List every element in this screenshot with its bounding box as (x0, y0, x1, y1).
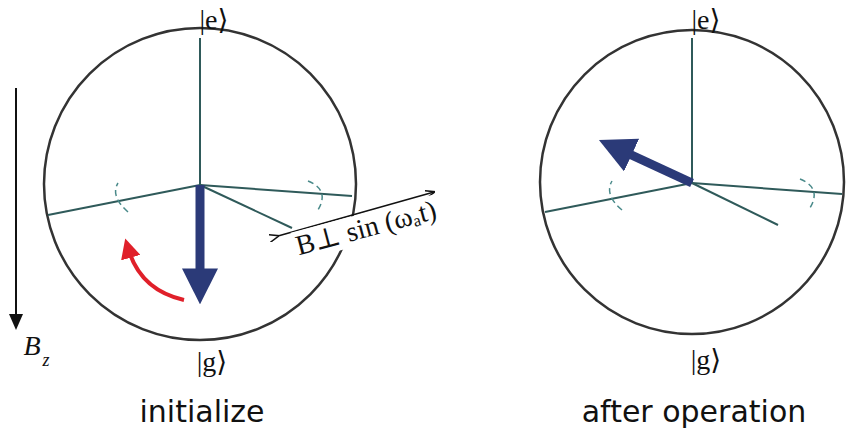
ket-label: |e⟩ (692, 6, 721, 34)
ket-label: |e⟩ (200, 6, 229, 34)
ket-label: |g⟩ (197, 348, 228, 376)
right-sphere (540, 30, 844, 334)
panel-caption: initialize (139, 397, 264, 427)
field-symbol: B (23, 332, 40, 360)
drive-field-label: B⊥ sin (ωₐt) (291, 194, 442, 261)
left-sphere (44, 28, 356, 340)
field-subscript: z (42, 351, 49, 369)
bz-arrow (15, 88, 17, 316)
ket-label: |g⟩ (691, 346, 722, 374)
panel-caption: after operation (582, 397, 807, 427)
